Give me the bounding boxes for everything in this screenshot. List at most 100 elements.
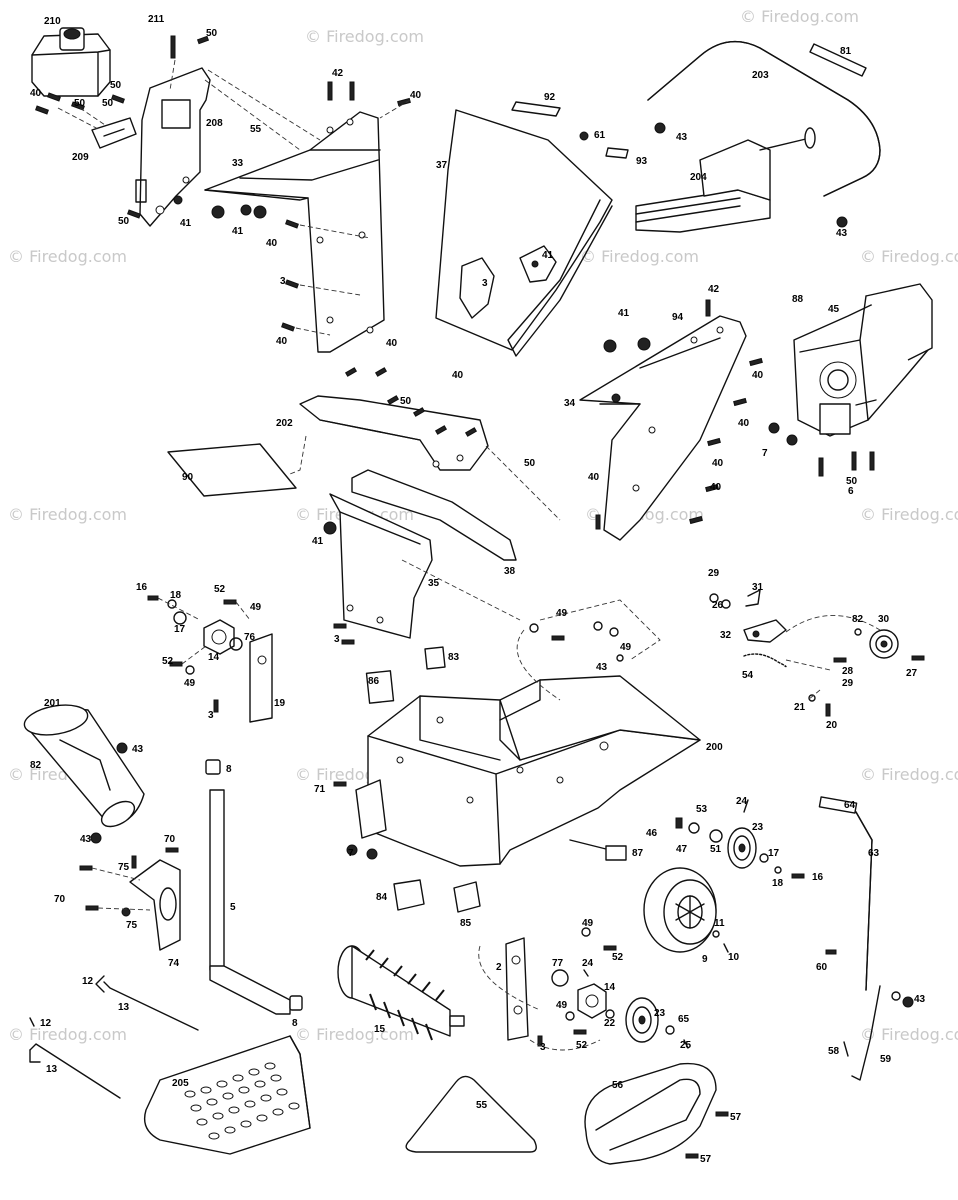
label-35: 35 — [428, 578, 440, 589]
label-31: 31 — [752, 582, 764, 593]
label-52: 52 — [612, 952, 624, 963]
label-55: 55 — [476, 1100, 488, 1111]
label-86: 86 — [368, 676, 380, 687]
drive-pulley-23 — [675, 799, 805, 879]
label-43: 43 — [676, 132, 688, 143]
label-93: 93 — [636, 156, 648, 167]
decals-86-83-87-84-85 — [365, 646, 627, 913]
label-40: 40 — [30, 88, 42, 99]
label-7: 7 — [762, 448, 768, 459]
label-84: 84 — [376, 892, 388, 903]
label-40: 40 — [710, 482, 722, 493]
label-50: 50 — [846, 476, 858, 487]
label-25: 25 — [680, 1040, 692, 1051]
label-81: 81 — [840, 46, 852, 57]
label-18: 18 — [772, 878, 784, 889]
watermark: © Firedog.com — [8, 247, 127, 266]
label-40: 40 — [386, 338, 398, 349]
label-53: 53 — [696, 804, 708, 815]
side-panel-34 — [579, 315, 747, 541]
label-49: 49 — [556, 1000, 568, 1011]
label-76: 76 — [244, 632, 256, 643]
label-41: 41 — [312, 536, 324, 547]
label-21: 21 — [794, 702, 806, 713]
label-41: 41 — [180, 218, 192, 229]
label-200: 200 — [706, 742, 723, 753]
label-24: 24 — [736, 796, 748, 807]
label-27: 27 — [906, 668, 918, 679]
mounting-bracket-208 — [135, 67, 211, 227]
label-61: 61 — [594, 130, 606, 141]
label-12: 12 — [40, 1018, 52, 1029]
bearing-assembly-left — [147, 595, 273, 723]
label-3: 3 — [208, 710, 214, 721]
sharpener-204 — [635, 127, 816, 233]
idler-bracket-32 — [709, 589, 847, 717]
label-24: 24 — [582, 958, 594, 969]
label-88: 88 — [792, 294, 804, 305]
label-6: 6 — [848, 486, 854, 497]
label-26: 26 — [712, 600, 724, 611]
label-40: 40 — [588, 472, 600, 483]
label-14: 14 — [604, 982, 616, 993]
label-40: 40 — [276, 336, 288, 347]
pulley-30 — [854, 628, 925, 661]
label-50: 50 — [206, 28, 218, 39]
label-210: 210 — [44, 16, 61, 27]
label-43: 43 — [596, 662, 608, 673]
label-13: 13 — [118, 1002, 130, 1013]
pulley-23-lower — [625, 997, 689, 1049]
label-49: 49 — [620, 642, 632, 653]
main-housing-200 — [355, 675, 701, 867]
label-46: 46 — [646, 828, 658, 839]
label-87: 87 — [632, 848, 644, 859]
watermark: © Firedog.com — [295, 1025, 414, 1044]
watermark: © Firedog.com — [860, 1025, 958, 1044]
label-42: 42 — [332, 68, 344, 79]
label-205: 205 — [172, 1078, 189, 1089]
rods-12-13 — [29, 975, 199, 1099]
label-202: 202 — [276, 418, 293, 429]
stand-leg-5 — [205, 759, 303, 1015]
label-40: 40 — [712, 458, 724, 469]
nuts-41-right — [603, 337, 651, 403]
label-10: 10 — [728, 952, 740, 963]
label-18: 18 — [170, 590, 182, 601]
strips-92-93-81 — [511, 43, 867, 159]
label-60: 60 — [816, 962, 828, 973]
label-41: 41 — [232, 226, 244, 237]
wheel-9 — [643, 867, 729, 953]
hopper-plate-202 — [299, 395, 489, 471]
panel-35 — [323, 493, 433, 639]
label-49: 49 — [582, 918, 594, 929]
label-28: 28 — [842, 666, 854, 677]
label-3: 3 — [540, 1042, 546, 1053]
bar-38 — [351, 469, 517, 561]
fuel-tank-210 — [31, 27, 111, 97]
label-33: 33 — [232, 158, 244, 169]
label-42: 42 — [708, 284, 720, 295]
bracket-209 — [91, 117, 137, 149]
label-14: 14 — [208, 652, 220, 663]
label-82: 82 — [30, 760, 42, 771]
label-70: 70 — [54, 894, 66, 905]
label-57: 57 — [730, 1112, 742, 1123]
label-94: 94 — [672, 312, 684, 323]
watermark: © Firedog.com — [305, 27, 424, 46]
label-57: 57 — [700, 1154, 712, 1165]
label-209: 209 — [72, 152, 89, 163]
watermark: © Firedog.com — [8, 1025, 127, 1044]
label-3: 3 — [280, 276, 286, 287]
hardware-mid — [333, 621, 624, 860]
bolts-topleft — [35, 35, 210, 219]
handle-203 — [647, 40, 881, 228]
mount-plate-74 — [79, 847, 181, 951]
bolts-50 — [344, 367, 478, 437]
label-29: 29 — [842, 678, 854, 689]
label-2: 2 — [496, 962, 502, 973]
label-51: 51 — [710, 844, 722, 855]
label-50: 50 — [102, 98, 114, 109]
label-40: 40 — [452, 370, 464, 381]
label-7: 7 — [348, 848, 354, 859]
label-71: 71 — [314, 784, 326, 795]
